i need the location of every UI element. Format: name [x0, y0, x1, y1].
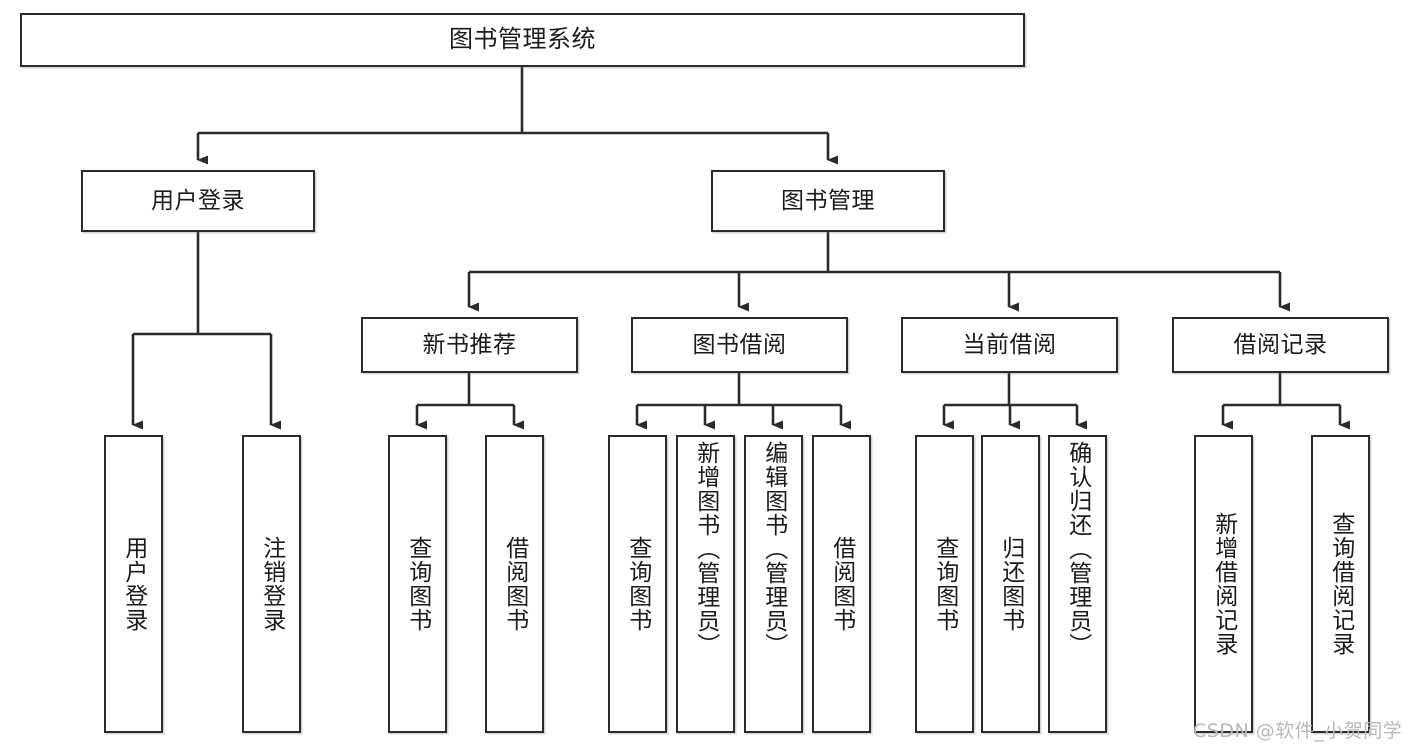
node-leaf-add-book-label: 新增图书（管理员） — [692, 441, 719, 657]
node-leaf-logout[interactable]: 注销登录 — [242, 435, 301, 733]
node-leaf-logout-label: 注销登录 — [258, 536, 285, 632]
node-leaf-add-record[interactable]: 新增借阅记录 — [1194, 435, 1253, 733]
node-leaf-return-book[interactable]: 归还图书 — [981, 435, 1040, 733]
node-user-login-label: 用户登录 — [151, 187, 245, 214]
node-leaf-query-record[interactable]: 查询借阅记录 — [1311, 435, 1370, 733]
node-leaf-query-book-2-label: 查询图书 — [624, 536, 651, 632]
node-leaf-user-login[interactable]: 用户登录 — [104, 435, 163, 733]
node-new-book-recommend[interactable]: 新书推荐 — [361, 317, 578, 373]
node-new-book-recommend-label: 新书推荐 — [422, 331, 517, 358]
node-leaf-borrow-book-2-label: 借阅图书 — [828, 536, 855, 632]
node-leaf-add-record-label: 新增借阅记录 — [1210, 512, 1237, 656]
node-borrow-record[interactable]: 借阅记录 — [1172, 317, 1389, 373]
node-leaf-query-record-label: 查询借阅记录 — [1327, 512, 1354, 656]
node-root[interactable]: 图书管理系统 — [20, 13, 1025, 67]
node-user-login[interactable]: 用户登录 — [81, 170, 315, 232]
node-leaf-add-book[interactable]: 新增图书（管理员） — [676, 435, 735, 733]
node-leaf-query-book-3-label: 查询图书 — [931, 536, 958, 632]
node-leaf-return-book-label: 归还图书 — [997, 536, 1024, 632]
node-leaf-confirm-return[interactable]: 确认归还（管理员） — [1048, 435, 1107, 733]
node-current-borrow[interactable]: 当前借阅 — [901, 317, 1118, 373]
node-book-manage-label: 图书管理 — [781, 187, 875, 214]
node-leaf-borrow-book-2[interactable]: 借阅图书 — [812, 435, 871, 733]
node-leaf-query-book-3[interactable]: 查询图书 — [915, 435, 974, 733]
node-book-borrow-label: 图书借阅 — [692, 331, 787, 358]
node-leaf-borrow-book-1-label: 借阅图书 — [501, 536, 528, 632]
node-leaf-query-book-1[interactable]: 查询图书 — [388, 435, 447, 733]
csdn-watermark: CSDN @软件_小贺同学 — [1193, 720, 1403, 742]
node-leaf-query-book-2[interactable]: 查询图书 — [608, 435, 667, 733]
node-book-manage[interactable]: 图书管理 — [711, 170, 945, 232]
node-leaf-edit-book[interactable]: 编辑图书（管理员） — [744, 435, 803, 733]
node-leaf-user-login-label: 用户登录 — [120, 536, 147, 632]
node-leaf-query-book-1-label: 查询图书 — [404, 536, 431, 632]
node-leaf-confirm-return-label: 确认归还（管理员） — [1064, 441, 1091, 657]
node-leaf-borrow-book-1[interactable]: 借阅图书 — [485, 435, 544, 733]
node-leaf-edit-book-label: 编辑图书（管理员） — [760, 441, 787, 657]
node-root-label: 图书管理系统 — [449, 25, 596, 54]
node-book-borrow[interactable]: 图书借阅 — [631, 317, 848, 373]
node-borrow-record-label: 借阅记录 — [1233, 331, 1328, 358]
node-current-borrow-label: 当前借阅 — [962, 331, 1057, 358]
